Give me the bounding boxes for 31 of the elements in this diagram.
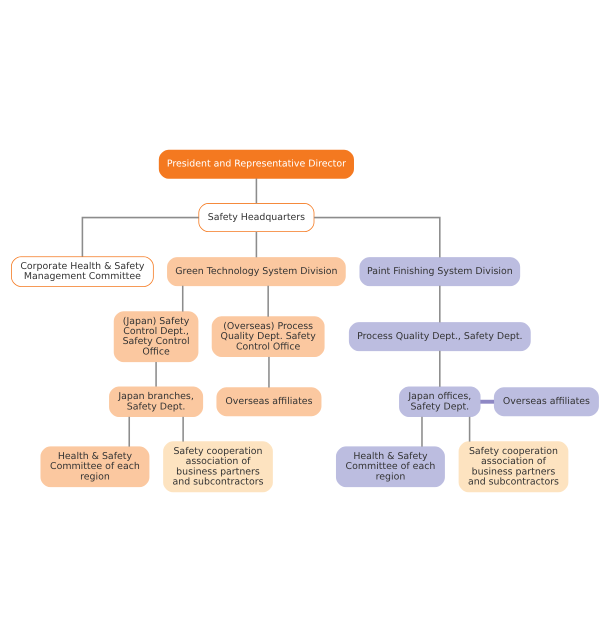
connector bbox=[314, 216, 441, 257]
node-box: (Japan) Safety Control Dept., Safety Control Office bbox=[114, 310, 198, 362]
node-box: Process Quality Dept., Safety Dept. bbox=[348, 322, 531, 351]
connector bbox=[439, 285, 441, 322]
connector bbox=[480, 399, 494, 404]
connector bbox=[82, 216, 199, 256]
connector bbox=[256, 231, 258, 257]
connector bbox=[128, 416, 130, 446]
connector bbox=[421, 416, 423, 446]
node-box: Japan branches, Safety Dept. bbox=[109, 386, 204, 417]
connector bbox=[182, 285, 184, 312]
node-box: Corporate Health & Safety Management Committee bbox=[11, 256, 154, 286]
node-box: Health & Safety Committee of each region bbox=[40, 446, 150, 487]
node-box: President and Representative Director bbox=[158, 149, 354, 178]
node-box: (Overseas) Process Quality Dept. Safety Control Office bbox=[212, 316, 325, 357]
connector bbox=[468, 416, 470, 442]
node-box: Paint Finishing System Division bbox=[359, 256, 520, 286]
connector bbox=[268, 356, 270, 387]
node-box: Japan offices, Safety Dept. bbox=[399, 386, 481, 417]
node-box: Green Technology System Division bbox=[167, 256, 346, 286]
node-box: Safety Headquarters bbox=[198, 202, 314, 232]
node-box: Health & Safety Committee of each region bbox=[336, 446, 445, 487]
connector bbox=[439, 350, 441, 386]
connector bbox=[155, 362, 157, 386]
node-box: Safety cooperation association of business partners and subcontractors bbox=[163, 440, 273, 492]
connector bbox=[182, 416, 184, 442]
node-box: Safety cooperation association of business partners and subcontractors bbox=[458, 440, 568, 492]
connector bbox=[256, 178, 258, 203]
connector bbox=[267, 285, 269, 316]
node-box: Overseas affiliates bbox=[494, 386, 599, 416]
node-box: Overseas affiliates bbox=[216, 386, 322, 416]
